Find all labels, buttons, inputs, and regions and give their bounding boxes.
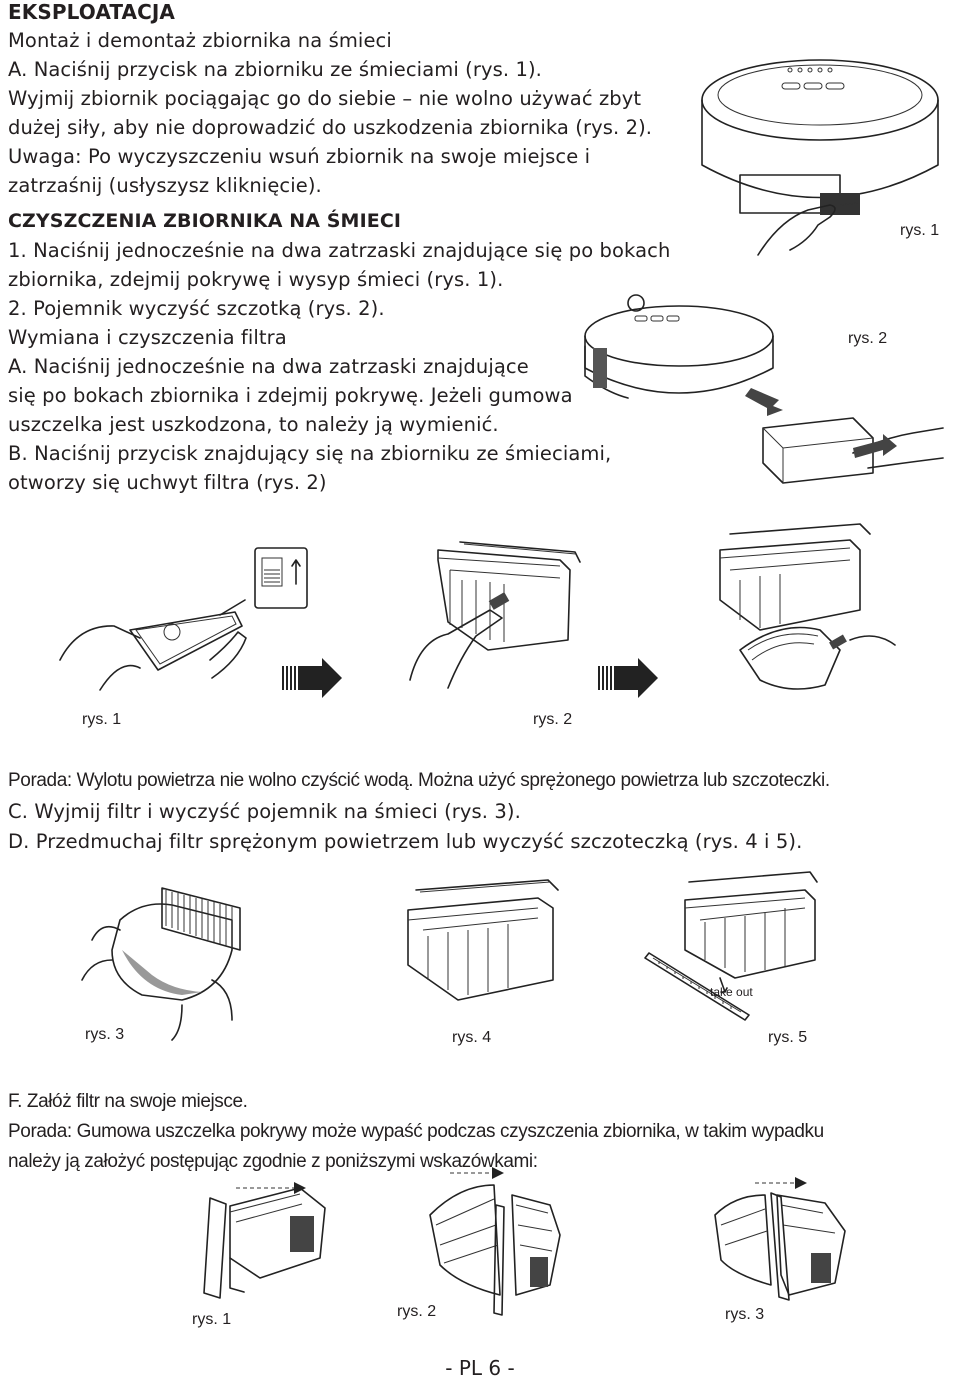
section-line: uszczelka jest uszkodzona, to należy ją … [8, 413, 499, 436]
tank-brush-illustration [409, 541, 581, 689]
section-line: 2. Pojemnik wyczyść szczotką (rys. 2). [8, 297, 385, 320]
filter-takeout-illustration [644, 871, 818, 1021]
intro-line: Montaż i demontaż zbiornika na śmieci [8, 29, 392, 52]
arrow-icon [282, 658, 342, 698]
filter-tank-illustration [407, 879, 559, 1001]
section-line: 1. Naciśnij jednocześnie na dwa zatrzask… [8, 239, 671, 262]
caption-top-rys1: rys. 1 [900, 222, 940, 239]
intro-line: Wyjmij zbiornik pociągając go do siebie … [8, 87, 642, 110]
gasket-step1-illustration [203, 1182, 326, 1299]
step-f: F. Załóż filtr na swoje miejsce. [8, 1091, 248, 1112]
gasket-step3-illustration [714, 1177, 846, 1301]
heading: EKSPLOATACJA [8, 0, 176, 24]
caption-bottom-rys3: rys. 3 [725, 1306, 765, 1323]
caption-top-rys2: rys. 2 [848, 330, 888, 347]
section-line: się po bokach zbiornika i zdejmij pokryw… [8, 384, 573, 407]
page-number: - PL 6 - [445, 1356, 515, 1380]
tip2-line: Porada: Gumowa uszczelka pokrywy może wy… [8, 1121, 824, 1142]
step-d: D. Przedmuchaj filtr sprężonym powietrze… [8, 830, 803, 853]
section-line: B. Naciśnij przycisk znajdujący się na z… [8, 442, 612, 465]
robot-illustration-tank [584, 294, 944, 484]
section-line: zbiornika, zdejmij pokrywę i wysyp śmiec… [8, 268, 504, 291]
section-heading: CZYSZCZENIA ZBIORNIKA NA ŚMIECI [8, 210, 402, 232]
caption-mid-rys2: rys. 2 [533, 711, 573, 728]
filter-removal-illustration [81, 887, 241, 1041]
intro-line: Uwaga: Po wyczyszczeniu wsuń zbiornik na… [8, 145, 591, 168]
robot-illustration-top [701, 59, 939, 256]
intro-line: zatrzaśnij (usłyszysz kliknięcie). [8, 174, 322, 197]
tip2-line: należy ją założyć postępując zgodnie z p… [8, 1151, 538, 1172]
section-line: otworzy się uchwyt filtra (rys. 2) [8, 471, 327, 494]
step-c: C. Wyjmij filtr i wyczyść pojemnik na śm… [8, 800, 521, 823]
intro-line: A. Naciśnij przycisk na zbiorniku ze śmi… [8, 58, 542, 81]
intro-line: dużej siły, aby nie doprowadzić do uszko… [8, 116, 653, 139]
caption-bottom-rys2: rys. 2 [397, 1303, 437, 1320]
gasket-step2-illustration [429, 1167, 561, 1316]
tip-text: Porada: Wylotu powietrza nie wolno czyśc… [8, 770, 830, 791]
tank-open-illustration [59, 547, 308, 691]
take-out-label: take out [710, 985, 753, 999]
section-line: A. Naciśnij jednocześnie na dwa zatrzask… [8, 355, 529, 378]
caption-bottom-rys1: rys. 1 [192, 1311, 232, 1328]
caption-filter-rys4: rys. 4 [452, 1029, 492, 1046]
arrow-icon [598, 658, 658, 698]
caption-filter-rys3: rys. 3 [85, 1026, 125, 1043]
section-line: Wymiana i czyszczenia filtra [8, 326, 287, 349]
caption-filter-rys5: rys. 5 [768, 1029, 808, 1046]
tank-filter-illustration [719, 523, 896, 690]
caption-mid-rys1: rys. 1 [82, 711, 122, 728]
